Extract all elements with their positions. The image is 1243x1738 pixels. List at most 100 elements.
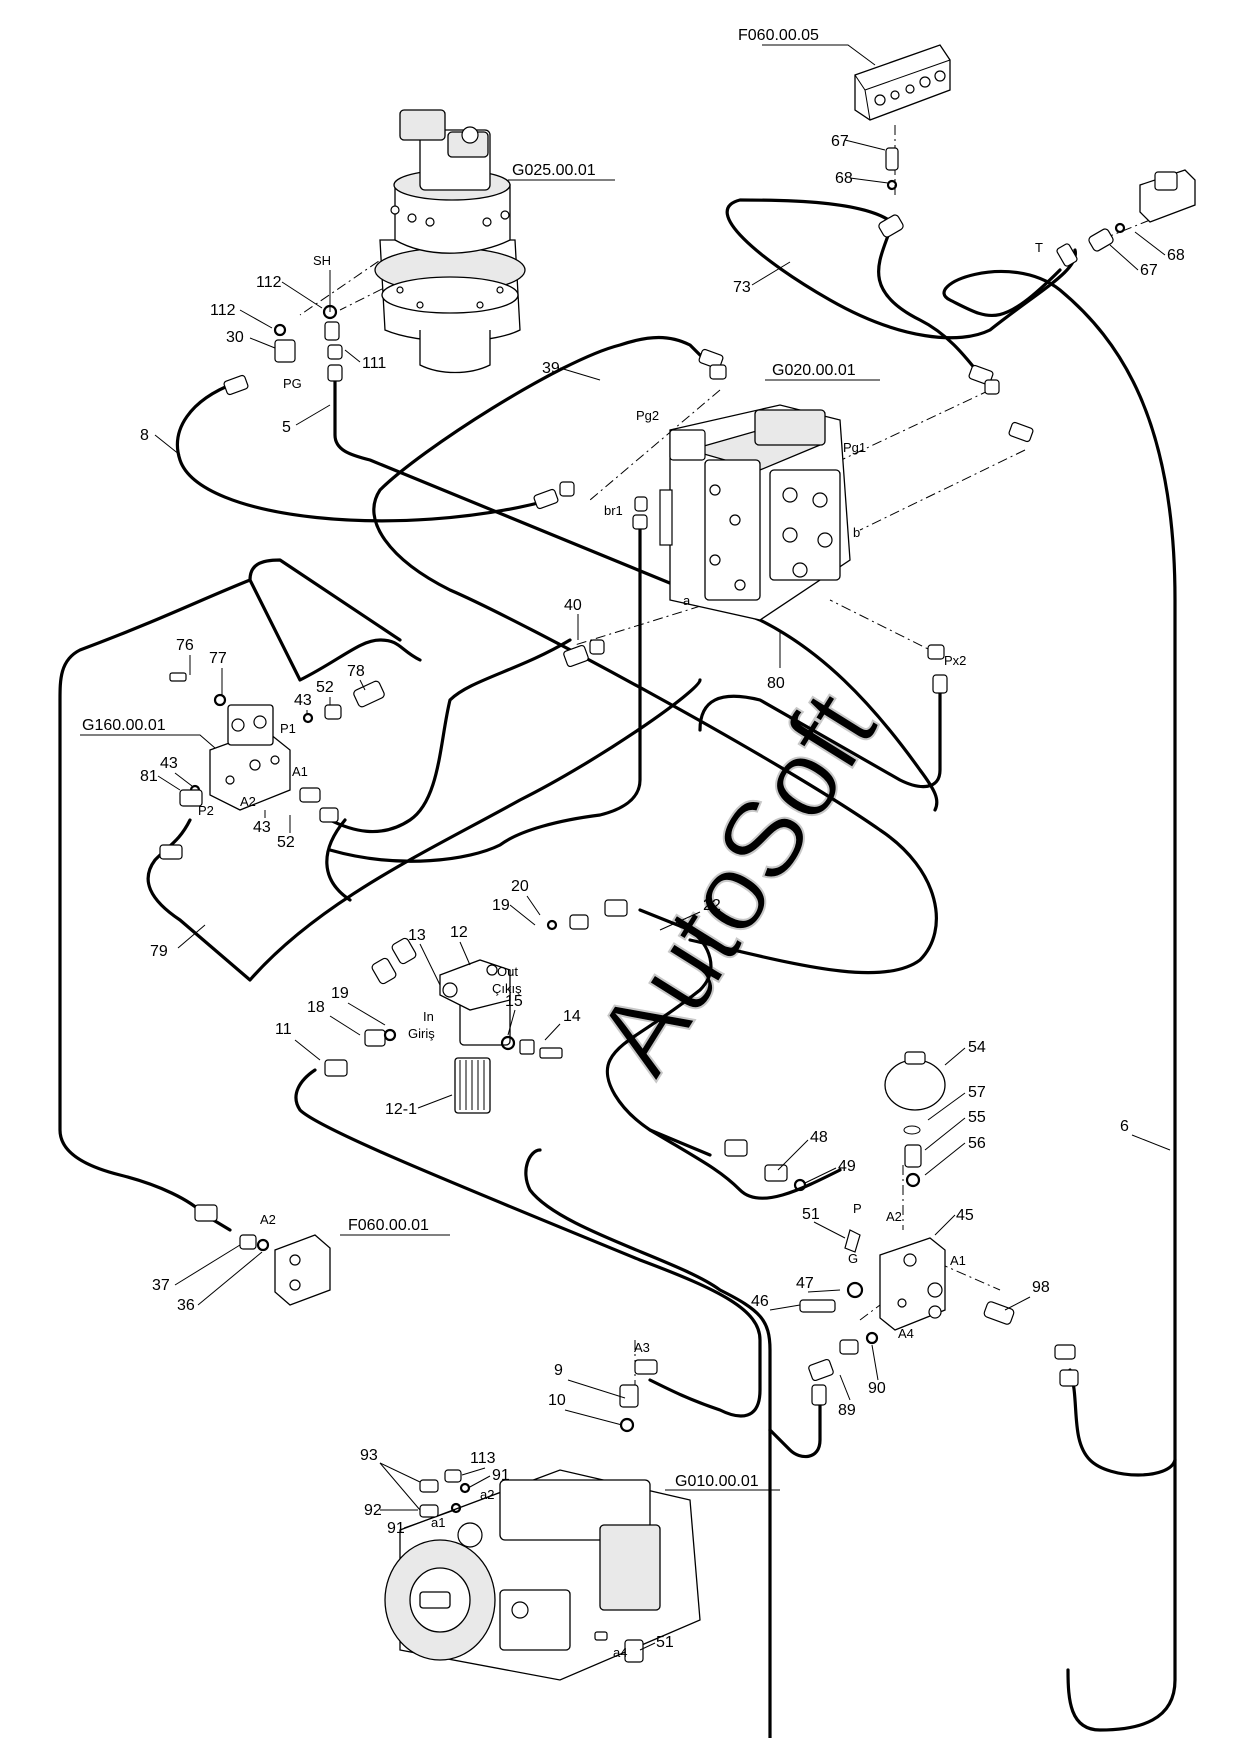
callout-45: 45 [956, 1207, 974, 1224]
callout-12-1: 12-1 [385, 1101, 417, 1118]
callout-15: 15 [505, 993, 523, 1010]
callout-68-top: 68 [835, 170, 853, 187]
g160-fittings [159, 672, 385, 860]
hydraulic-pump-g010 [384, 1359, 701, 1681]
callout-76: 76 [176, 637, 194, 654]
port-p2: P2 [198, 803, 214, 818]
callout-14: 14 [563, 1008, 581, 1025]
port-labels: SH PG Pg2 Pg1 br1 b a Px2 T P1 P2 A1 A2 … [198, 240, 1043, 1660]
callout-40: 40 [564, 597, 582, 614]
block-right-upper [1139, 169, 1196, 223]
callout-67-top: 67 [831, 133, 849, 150]
callout-49: 49 [838, 1158, 856, 1175]
solenoid-valve-g160 [209, 704, 291, 811]
port-pg2: Pg2 [636, 408, 659, 423]
port-giris: Giriş [408, 1026, 435, 1041]
port-a1-pump: a1 [431, 1515, 445, 1530]
port-b: b [853, 525, 860, 540]
callout-19-b: 19 [331, 985, 349, 1002]
hose-lines [58, 198, 1177, 1738]
callout-52-a: 52 [316, 679, 334, 696]
block-f060-00-05 [854, 44, 951, 121]
callout-37: 37 [152, 1277, 170, 1294]
watermark: AutoSoft [572, 672, 900, 1095]
assembly-labels: F060.00.05 G025.00.01 G020.00.01 G160.00… [82, 27, 856, 1490]
callout-8: 8 [140, 427, 149, 444]
port-a1-g160: A1 [292, 764, 308, 779]
port-g-manifold: G [848, 1251, 858, 1266]
port-out: Out [497, 964, 518, 979]
port-a4-pump: a4 [613, 1645, 627, 1660]
callout-12: 12 [450, 924, 468, 941]
callout-98: 98 [1032, 1279, 1050, 1296]
callout-52-b: 52 [277, 834, 295, 851]
label-f060-00-05: F060.00.05 [738, 27, 819, 44]
manifold-block-45 [799, 1229, 1076, 1360]
callout-80: 80 [767, 675, 785, 692]
port-a2-block: A2 [260, 1212, 276, 1227]
port-a: a [683, 593, 691, 608]
callout-91-b: 91 [387, 1520, 405, 1537]
callout-43-b: 43 [160, 755, 178, 772]
misc-fittings [223, 147, 1126, 1406]
accumulator-54 [884, 1051, 946, 1188]
callout-78: 78 [347, 663, 365, 680]
label-g010-00-01: G010.00.01 [675, 1473, 759, 1490]
callout-leaders [154, 139, 1171, 1651]
port-a2-g160: A2 [240, 794, 256, 809]
callout-89: 89 [838, 1402, 856, 1419]
callout-56: 56 [968, 1135, 986, 1152]
callout-68-right: 68 [1167, 247, 1185, 264]
leader-lines [80, 44, 880, 1491]
callout-54: 54 [968, 1039, 986, 1056]
main-control-valve-g020 [659, 404, 851, 621]
callout-73: 73 [733, 279, 751, 296]
label-g025-00-01: G025.00.01 [512, 162, 596, 179]
label-g160-00-01: G160.00.01 [82, 717, 166, 734]
callout-19-a: 19 [492, 897, 510, 914]
callout-9: 9 [554, 1362, 563, 1379]
port-br1: br1 [604, 503, 623, 518]
callout-90: 90 [868, 1380, 886, 1397]
callout-111: 111 [362, 355, 386, 372]
callout-57: 57 [968, 1084, 986, 1101]
callout-39: 39 [542, 360, 560, 377]
port-a2-manifold: A2 [886, 1209, 902, 1224]
callout-18: 18 [307, 999, 325, 1016]
block-f060-00-01 [194, 1204, 331, 1306]
port-sh: SH [313, 253, 331, 268]
port-a1-manifold: A1 [950, 1253, 966, 1268]
callout-81: 81 [140, 768, 158, 785]
callout-22: 22 [703, 897, 721, 914]
callout-51-a: 51 [802, 1206, 820, 1223]
callout-36: 36 [177, 1297, 195, 1314]
swing-motor-g025 [374, 109, 526, 374]
port-t: T [1035, 240, 1043, 255]
callout-20: 20 [511, 878, 529, 895]
port-p-manifold: P [853, 1201, 862, 1216]
callout-92: 92 [364, 1502, 382, 1519]
callout-48: 48 [810, 1129, 828, 1146]
callout-47: 47 [796, 1275, 814, 1292]
port-a3-pump: A3 [634, 1340, 650, 1355]
part-callouts: 67 68 73 68 67 112 112 30 111 8 5 39 40 … [140, 133, 1185, 1651]
callout-43-a: 43 [294, 692, 312, 709]
callout-6: 6 [1120, 1118, 1129, 1135]
callout-93: 93 [360, 1447, 378, 1464]
port-pg: PG [283, 376, 302, 391]
callout-51-b: 51 [656, 1634, 674, 1651]
callout-91-a: 91 [492, 1467, 510, 1484]
port-in: In [423, 1009, 434, 1024]
callout-13: 13 [408, 927, 426, 944]
callout-5: 5 [282, 419, 291, 436]
filter-assembly [324, 899, 628, 1114]
callout-46: 46 [751, 1293, 769, 1310]
callout-11: 11 [275, 1021, 292, 1038]
callout-43-c: 43 [253, 819, 271, 836]
callout-113: 113 [470, 1450, 496, 1467]
label-f060-00-01: F060.00.01 [348, 1217, 429, 1234]
callout-77: 77 [209, 650, 227, 667]
port-px2: Px2 [944, 653, 966, 668]
callout-55: 55 [968, 1109, 986, 1126]
